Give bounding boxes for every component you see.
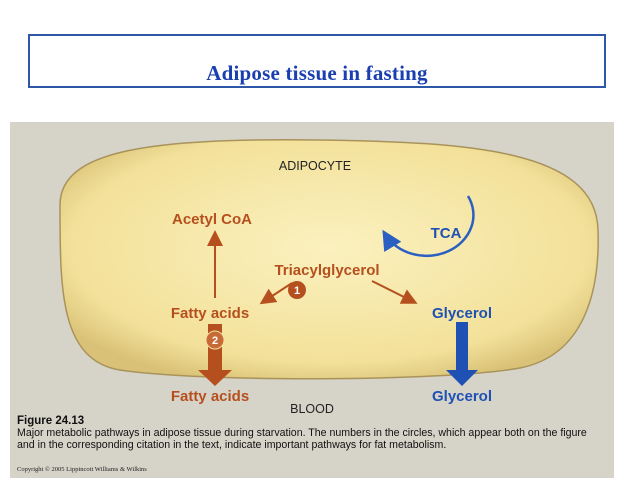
step-1-circle (288, 281, 306, 299)
slide-title: Adipose tissue in fasting (206, 61, 428, 85)
fatty-acids-export-arrow (198, 324, 232, 386)
fatty-acids-blood-label: Fatty acids (171, 388, 249, 405)
arrow-tag-to-fatty-acids (259, 282, 293, 305)
glycerol-blood-label: Glycerol (432, 388, 492, 405)
tca-label: TCA (431, 225, 462, 242)
adipocyte-cell (59, 139, 599, 380)
tca-cycle-arrow (382, 195, 475, 258)
step-2-number: 2 (212, 335, 218, 347)
adipocyte-label: ADIPOCYTE (279, 159, 351, 173)
fatty-acids-cell-label: Fatty acids (171, 305, 249, 322)
copyright-notice: Copyright © 2005 Lippincott Williams & W… (17, 466, 147, 473)
figure-number: Figure 24.13 (17, 415, 85, 427)
triacylglycerol-label: Triacylglycerol (274, 262, 379, 279)
glycerol-cell-label: Glycerol (432, 305, 492, 322)
arrow-tag-to-glycerol (371, 280, 418, 304)
slide-title-box: Adipose tissue in fasting (28, 34, 606, 88)
step-1-number: 1 (294, 285, 300, 297)
figure-caption-text: Major metabolic pathways in adipose tiss… (17, 427, 587, 451)
step-2-circle (205, 330, 225, 350)
acetyl-coa-label: Acetyl CoA (172, 211, 252, 228)
glycerol-export-arrow (446, 322, 478, 386)
blood-label: BLOOD (290, 402, 334, 416)
